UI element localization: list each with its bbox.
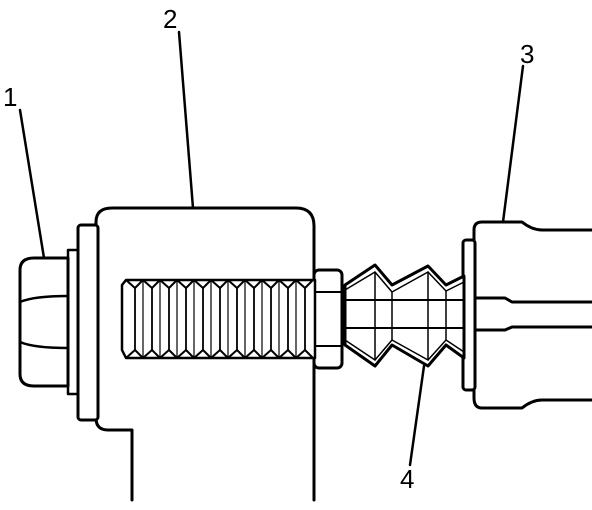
part-2-adjuster-body (94, 206, 317, 502)
callout-4: 4 (400, 464, 415, 494)
callout-2: 2 (163, 4, 178, 34)
callout-1: 1 (3, 82, 18, 112)
jam-nut (312, 268, 344, 370)
part-4-boot (339, 263, 466, 368)
callout-3: 3 (520, 39, 535, 69)
leader-lines (18, 30, 525, 467)
part-1-bolt (18, 223, 100, 422)
part-3-inner-tie-rod (461, 220, 592, 410)
